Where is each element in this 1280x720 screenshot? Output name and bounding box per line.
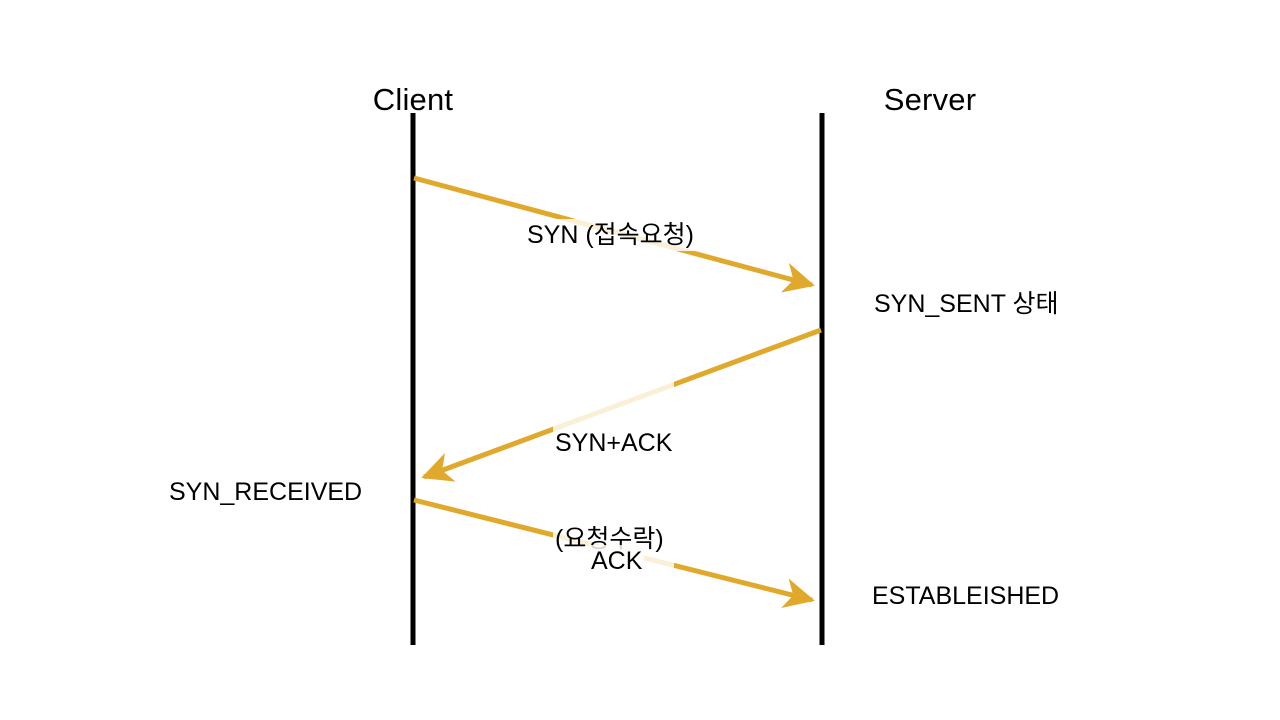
participant-label-client: Client: [372, 82, 454, 117]
message-label-ack: ACK: [589, 545, 645, 577]
state-label-syn-sent: SYN_SENT 상태: [874, 290, 1059, 318]
message-label-syn-ack-line1: SYN+ACK: [555, 429, 673, 457]
state-label-established: ESTABLEISHED: [872, 582, 1060, 610]
state-label-syn-received: SYN_RECEIVED: [169, 478, 363, 506]
message-label-syn: SYN (접속요청): [525, 219, 697, 251]
participant-label-server: Server: [883, 82, 977, 117]
message-label-syn-ack: SYN+ACK (요청수락): [553, 363, 675, 619]
